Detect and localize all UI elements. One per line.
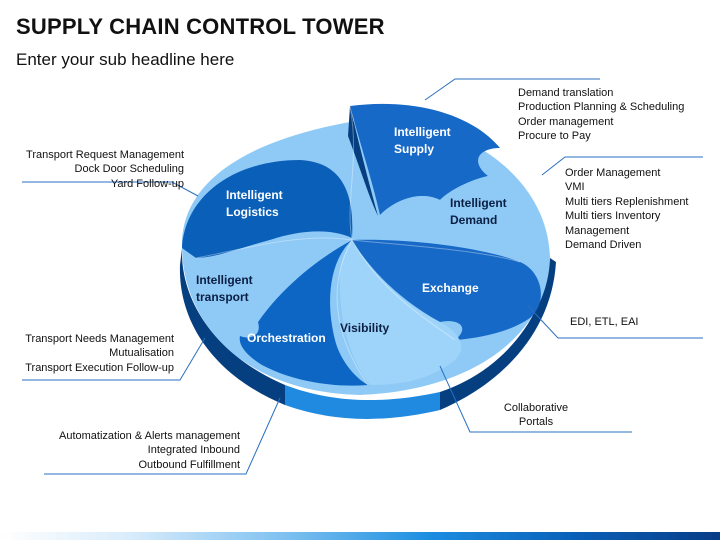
segment-exchange: [352, 239, 541, 340]
page-title: SUPPLY CHAIN CONTROL TOWER: [16, 14, 385, 39]
segment-intelligent-transport: [194, 234, 352, 336]
connector-orchestration: [44, 397, 281, 475]
page-subtitle: Enter your sub headline here: [16, 50, 235, 69]
segment-orchestration: [239, 240, 368, 386]
segment-visibility: [339, 240, 462, 385]
label-visibility: Visibility: [340, 321, 389, 335]
connector-demand: [541, 156, 703, 176]
callout-logistics: Transport Request Management Dock Door S…: [26, 149, 184, 190]
disc-side-left: [179, 248, 285, 405]
disc-side-right: [440, 258, 556, 410]
footer-gradient-bar: [0, 532, 720, 540]
connector-logistics: [22, 181, 199, 197]
callout-visibility: Collaborative Portals: [503, 402, 569, 429]
callout-orchestration: Automatization & Alerts management Integ…: [59, 430, 240, 471]
segment-intelligent-supply: [350, 103, 500, 215]
disc-side-front: [285, 385, 440, 419]
callout-exchange: EDI, ETL, EAI: [570, 316, 639, 328]
disc-side: [179, 248, 556, 419]
connector-transport: [22, 337, 206, 381]
callout-transport: Transport Needs Management Mutualisation…: [25, 333, 174, 374]
label-exchange: Exchange: [422, 281, 479, 295]
connector-supply: [424, 78, 600, 101]
swirl-lines: [195, 105, 521, 386]
connector-exchange: [527, 305, 703, 339]
label-orchestration: Orchestration: [247, 331, 326, 345]
segment-intelligent-logistics: [182, 160, 353, 258]
segment-supply-fold: [348, 106, 378, 216]
callout-demand: Order Management VMI Multi tiers Repleni…: [565, 167, 689, 252]
segment-intelligent-demand: [380, 176, 548, 262]
connector-visibility: [439, 365, 632, 433]
connector-lines: [22, 78, 703, 475]
callout-supply: Demand translation Production Planning &…: [518, 87, 685, 143]
